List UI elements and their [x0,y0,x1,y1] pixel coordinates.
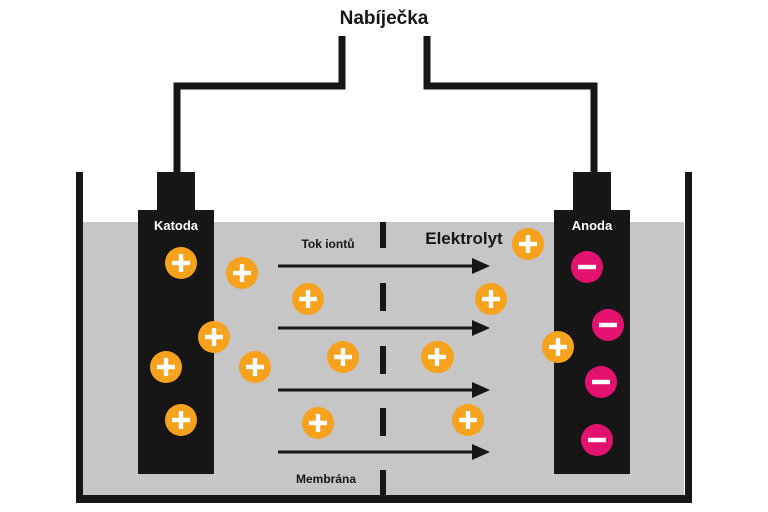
charger-wire-right [423,36,598,176]
positive-ion [292,283,324,315]
container-bottom [76,495,692,503]
positive-ion [226,257,258,289]
ion-flow-label: Tok iontů [301,237,354,251]
positive-ion [239,351,271,383]
ion-flow-arrow-head [472,320,490,336]
positive-ion [542,331,574,363]
minus-icon [578,264,596,270]
positive-ion [165,404,197,436]
plus-icon [305,290,311,308]
container-right-wall [685,172,692,502]
plus-icon [315,414,321,432]
plus-icon [525,235,531,253]
ion-flow-arrow-head [472,382,490,398]
plus-icon [340,348,346,366]
plus-icon [239,264,245,282]
cathode-terminal [157,172,195,214]
positive-ion [452,404,484,436]
positive-ion [327,341,359,373]
positive-ion [198,321,230,353]
positive-ion [165,247,197,279]
negative-ion [592,309,624,341]
plus-icon [211,328,217,346]
minus-icon [599,322,617,328]
positive-ion [421,341,453,373]
membrane-segment [380,222,386,248]
positive-ion [512,228,544,260]
plus-icon [465,411,471,429]
negative-ion [581,424,613,456]
cathode-label: Katoda [154,218,199,233]
membrane-label: Membrána [296,472,356,486]
plus-icon [555,338,561,356]
container-left-wall [76,172,83,502]
positive-ion [302,407,334,439]
negative-ion [571,251,603,283]
membrane-segment [380,283,386,311]
anode-label: Anoda [572,218,613,233]
plus-icon [178,254,184,272]
anode-terminal [573,172,611,214]
minus-icon [592,379,610,385]
membrane-segment [380,346,386,374]
membrane-segment [380,408,386,436]
plus-icon [252,358,258,376]
ion-flow-arrow-head [472,444,490,460]
membrane [380,222,386,498]
ions [150,228,624,456]
charger-label: Nabíječka [340,8,429,29]
membrane-segment [380,470,386,498]
positive-ion [150,351,182,383]
plus-icon [178,411,184,429]
positive-ion [475,283,507,315]
plus-icon [434,348,440,366]
ion-flow-arrow-head [472,258,490,274]
plus-icon [163,358,169,376]
electrolyte-label: Elektrolyt [425,229,503,248]
negative-ion [585,366,617,398]
plus-icon [488,290,494,308]
ion-flow-arrows [278,258,490,460]
charger-wire-left [173,36,346,176]
minus-icon [588,437,606,443]
